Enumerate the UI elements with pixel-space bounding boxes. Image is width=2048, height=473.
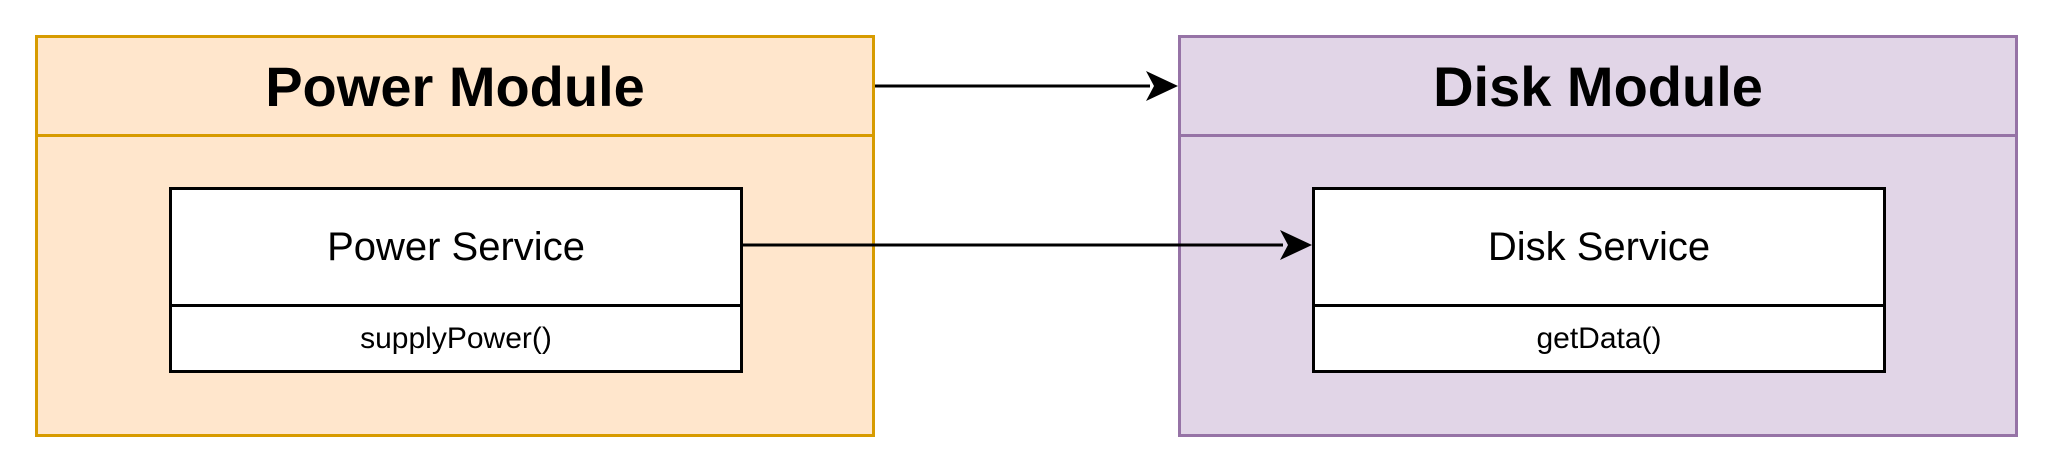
power-service-name: Power Service (172, 190, 740, 307)
disk-service-class[interactable]: Disk Service getData() (1312, 187, 1886, 373)
disk-module[interactable]: Disk Module Disk Service getData() (1178, 35, 2018, 437)
power-module-title: Power Module (38, 38, 872, 137)
disk-service-method: getData() (1536, 321, 1662, 355)
power-service-class[interactable]: Power Service supplyPower() (169, 187, 743, 373)
power-service-method: supplyPower() (360, 321, 552, 355)
disk-service-name: Disk Service (1315, 190, 1883, 307)
disk-module-title: Disk Module (1181, 38, 2015, 137)
power-module[interactable]: Power Module Power Service supplyPower() (35, 35, 875, 437)
module-edge-arrowhead-icon (1146, 71, 1178, 101)
